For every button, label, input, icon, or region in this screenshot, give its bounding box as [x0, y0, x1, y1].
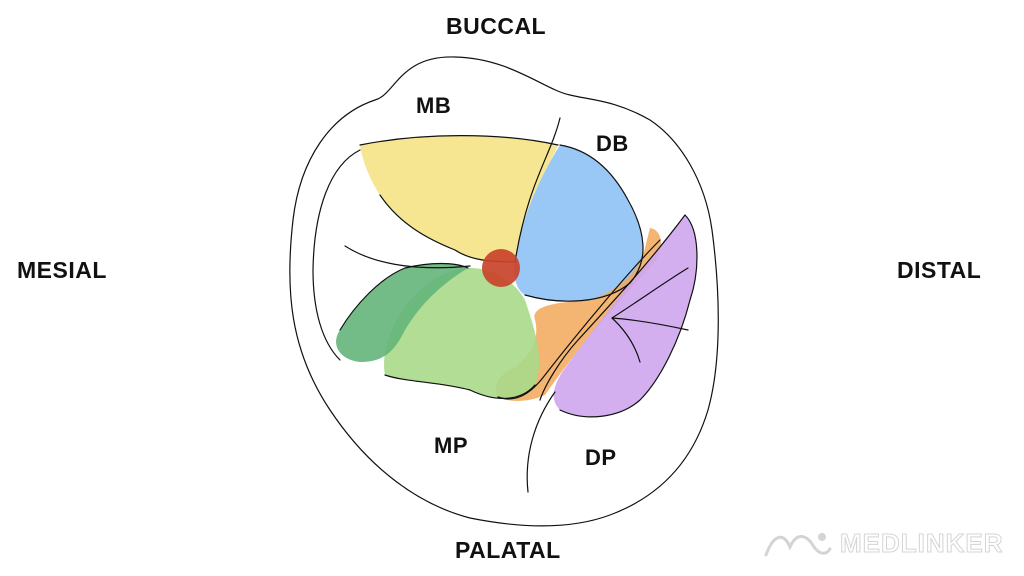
dp-fan-line-2 [611, 317, 641, 363]
label-dp-cusp: DP [585, 445, 617, 470]
mb-cusp-edge [359, 135, 559, 146]
buccal-groove-line [514, 117, 561, 263]
oblique-ridge-line [497, 239, 661, 400]
db-cusp-edge [524, 144, 644, 302]
palatal-groove-line [526, 391, 556, 493]
label-db-cusp: DB [596, 131, 629, 156]
central-pit-marker [482, 249, 520, 287]
dp-fan-line-3 [611, 267, 689, 319]
inner-contour-line [312, 149, 361, 361]
dp-cusp-edge [559, 214, 698, 418]
medlinker-logo-icon [764, 532, 832, 556]
db-cusp-region [513, 145, 643, 302]
label-mb-cusp: MB [416, 93, 452, 118]
mesial-ridge-region [336, 263, 468, 362]
label-mesial: MESIAL [17, 257, 107, 283]
distal-oblique-line [539, 214, 686, 401]
mesial-fissure-line [344, 245, 471, 269]
mb-cusp-region [360, 135, 558, 262]
label-mp-cusp: MP [434, 433, 468, 458]
label-buccal: BUCCAL [446, 13, 547, 39]
mp-cusp-edge [384, 374, 536, 400]
dp-fan-line-1 [611, 317, 689, 331]
label-distal: DISTAL [897, 257, 982, 283]
dp-cusp-region [553, 215, 697, 417]
mesial-ridge-edge [339, 262, 469, 331]
watermark: MEDLINKER [762, 528, 1004, 559]
watermark-text: MEDLINKER [840, 528, 1004, 559]
tooth-outline [289, 56, 719, 527]
label-palatal: PALATAL [455, 537, 561, 563]
